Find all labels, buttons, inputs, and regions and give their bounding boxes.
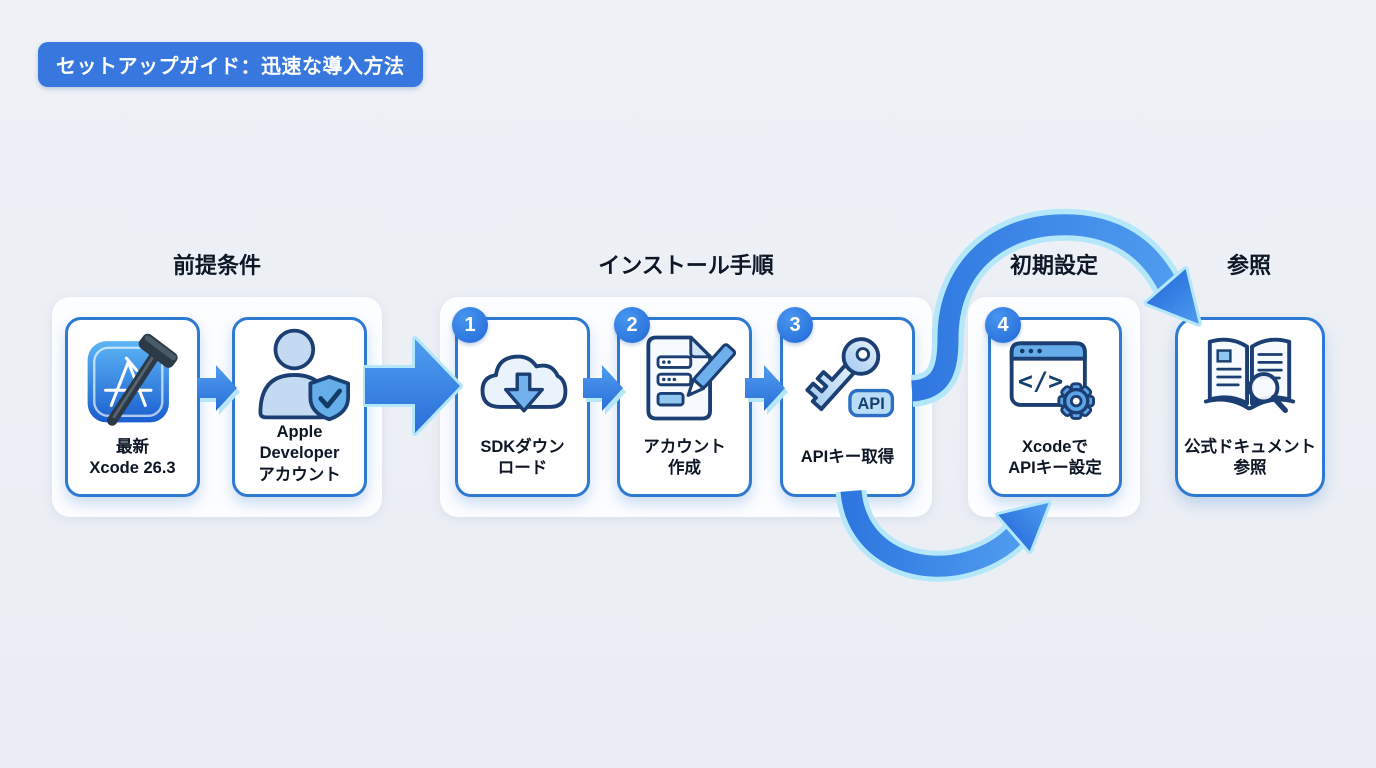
section-header-prerequisites: 前提条件	[172, 253, 261, 278]
step-badge-4: 4	[985, 307, 1021, 343]
code-window-gear-icon: </>	[1009, 341, 1095, 420]
document-pencil-icon	[645, 335, 736, 421]
arrow-right-large-icon	[363, 336, 463, 436]
card-label: APIキー取得	[800, 448, 895, 467]
card-sdk-download: 1 SDKダウンロード	[452, 307, 590, 497]
xcode-app-icon	[87, 333, 178, 426]
gear-icon	[1057, 382, 1095, 420]
developer-account-shield-icon	[257, 328, 350, 422]
step-badge-3: 3	[777, 307, 813, 343]
card-label: SDKダウンロード	[480, 437, 565, 477]
section-header-initial-setup: 初期設定	[1009, 253, 1098, 278]
cloud-download-icon	[480, 354, 567, 413]
card-official-docs: 公式ドキュメント参照	[1175, 317, 1325, 497]
card-account-create: 2 アカウント作成	[614, 307, 752, 497]
arrow-right-icon	[197, 365, 237, 411]
card-label: アカウント作成	[643, 437, 726, 477]
code-glyph: </>	[1018, 367, 1063, 396]
api-key-icon: API	[804, 337, 894, 418]
arrow-right-icon	[583, 365, 623, 411]
card-label: 公式ドキュメント参照	[1184, 437, 1316, 477]
api-tag-label: API	[857, 395, 884, 413]
card-api-key: 3 API APIキー取得	[777, 307, 915, 497]
step-badge-1: 1	[452, 307, 488, 343]
page-title: セットアップガイド：迅速な導入方法	[38, 42, 423, 87]
step-badge-2: 2	[614, 307, 650, 343]
documentation-search-icon	[1203, 337, 1296, 414]
arrow-right-icon	[745, 365, 785, 411]
section-header-reference: 参照	[1226, 253, 1271, 278]
card-xcode-api-setup: 4 </> Xcodeで	[985, 307, 1122, 497]
section-header-install: インストール手順	[598, 253, 774, 278]
